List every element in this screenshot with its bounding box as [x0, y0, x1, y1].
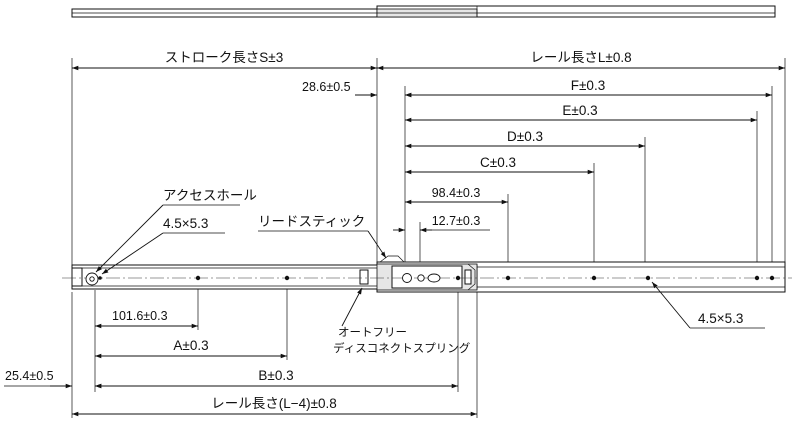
dim-28-6-label: 28.6±0.5	[302, 80, 351, 94]
dim-C: C±0.3	[405, 155, 594, 175]
side-view-slide	[62, 255, 792, 293]
dim-E-label: E±0.3	[562, 103, 597, 118]
callout-lead-stick: リードスティック	[258, 214, 387, 259]
lead-stick-label: リードスティック	[258, 214, 365, 229]
mount-hole	[284, 275, 290, 281]
dim-B: B±0.3	[95, 368, 458, 389]
mount-hole	[645, 275, 651, 281]
dim-F: F±0.3	[405, 78, 772, 98]
mount-hole	[754, 275, 760, 281]
mount-hole	[769, 275, 775, 281]
dim-98-4: 98.4±0.3	[405, 186, 508, 205]
top-view-rail	[71, 5, 776, 18]
extension-lines	[71, 58, 786, 418]
auto-free-label-2: ディスコネクトスプリング	[333, 341, 471, 355]
dim-E: E±0.3	[405, 103, 757, 123]
dim-D: D±0.3	[405, 129, 645, 149]
dim-98-4-label: 98.4±0.3	[432, 186, 481, 200]
dim-25-4-label: 25.4±0.5	[5, 369, 54, 383]
dim-rail-length-L4: レール長さ(L−4)±0.8	[72, 396, 477, 417]
dim-101-6-label: 101.6±0.3	[112, 309, 168, 323]
dim-A: A±0.3	[95, 338, 287, 359]
dim-F-label: F±0.3	[571, 78, 605, 93]
dim-25-4: 25.4±0.5	[4, 369, 117, 389]
rail-length-label: レール長さL±0.8	[530, 50, 631, 65]
mount-hole	[591, 275, 597, 281]
stroke-length-label: ストローク長さS±3	[165, 50, 283, 65]
callout-hole-right: 4.5×5.3	[651, 281, 765, 329]
dim-12-7: 12.7±0.3	[393, 214, 490, 233]
dim-28-6: 28.6±0.5	[302, 80, 427, 98]
dim-B-label: B±0.3	[258, 368, 293, 383]
dim-stroke-length: ストローク長さS±3	[72, 50, 377, 71]
auto-free-label-1: オートフリー	[338, 326, 407, 339]
dim-D-label: D±0.3	[507, 129, 543, 144]
callout-access-hole: アクセスホール	[95, 188, 257, 273]
callout-auto-free: オートフリー ディスコネクトスプリング	[333, 287, 471, 355]
hole-left-label: 4.5×5.3	[163, 216, 208, 231]
hole-right-label: 4.5×5.3	[698, 311, 743, 326]
dim-A-label: A±0.3	[173, 338, 208, 353]
callout-hole-left: 4.5×5.3	[101, 216, 225, 275]
auto-free-spring	[359, 269, 369, 285]
dim-rail-length: レール長さL±0.8	[377, 50, 785, 71]
dim-101-6: 101.6±0.3	[95, 309, 198, 329]
mount-hole	[195, 275, 201, 281]
access-hole-label: アクセスホール	[163, 188, 257, 203]
dim-C-label: C±0.3	[480, 155, 516, 170]
dim-12-7-label: 12.7±0.3	[432, 214, 481, 228]
rail-length-L4-label: レール長さ(L−4)±0.8	[211, 396, 337, 411]
mount-hole	[505, 275, 511, 281]
